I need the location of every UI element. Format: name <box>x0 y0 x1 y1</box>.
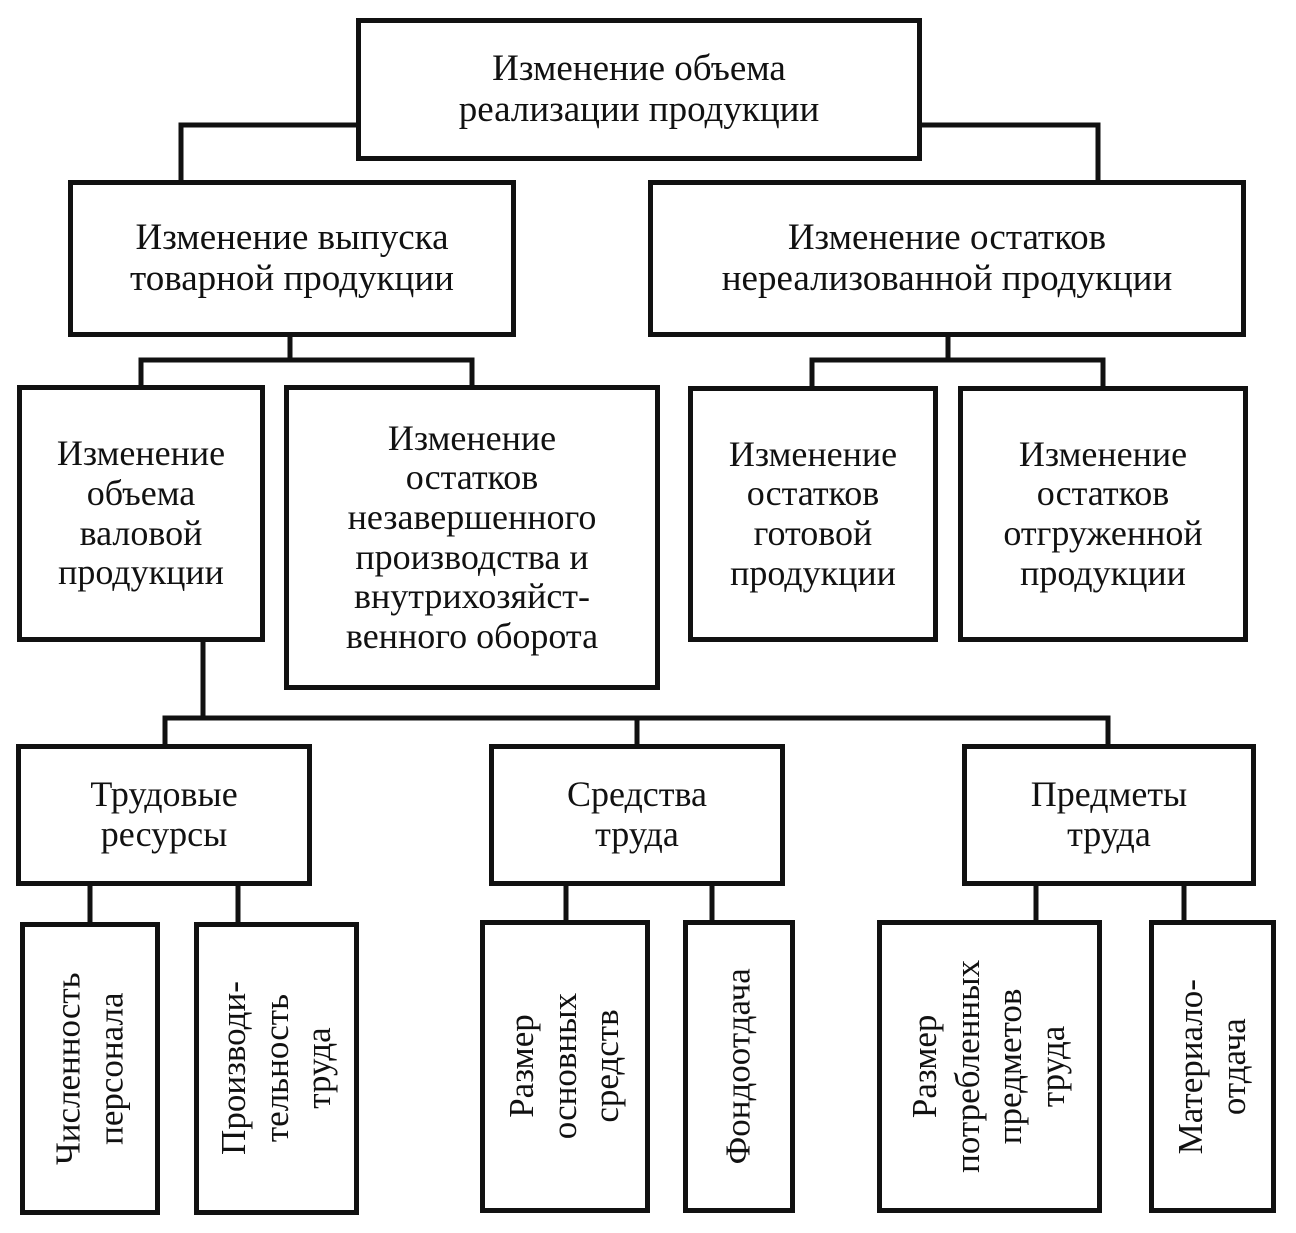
objects-of-labor-box: Предметы труда <box>962 744 1256 886</box>
connector-root-output <box>178 122 359 183</box>
connector-objects-children <box>1033 881 1187 925</box>
output-change-label: Изменение выпуска товарной продукции <box>130 216 454 299</box>
labor-resources-label: Трудовые ресурсы <box>90 774 238 854</box>
connector-gross-children <box>162 639 1111 747</box>
finished-goods-label: Изменение остатков готовой продукции <box>728 433 898 593</box>
consumed-objects-box: Размер потребленных предметов труда <box>877 920 1102 1213</box>
shipped-goods-box: Изменение остатков отгруженной продукции <box>958 386 1248 642</box>
fixed-assets-box: Размер основных средств <box>480 920 650 1213</box>
connector-labor-children <box>87 881 241 927</box>
capital-productivity-label: Фондоотдача <box>718 968 758 1165</box>
gross-output-label: Изменение объема валовой продукции <box>56 433 226 593</box>
root-box: Изменение объема реализации продукции <box>356 18 922 161</box>
connector-root-unsold <box>918 122 1101 183</box>
shipped-goods-label: Изменение остатков отгруженной продукции <box>1003 433 1203 593</box>
fixed-assets-label: Размер основных средств <box>501 993 627 1140</box>
objects-of-labor-label: Предметы труда <box>1030 774 1188 854</box>
productivity-box: Производи- тельность труда <box>194 922 359 1215</box>
connector-means-children <box>563 881 715 925</box>
root-label: Изменение объема реализации продукции <box>458 47 820 130</box>
means-of-labor-box: Средства труда <box>489 744 785 886</box>
unsold-change-label: Изменение остатков нереализованной проду… <box>721 216 1173 299</box>
headcount-box: Численность персонала <box>20 922 160 1215</box>
labor-resources-box: Трудовые ресурсы <box>16 744 312 886</box>
output-change-box: Изменение выпуска товарной продукции <box>68 180 516 337</box>
unsold-change-box: Изменение остатков нереализованной проду… <box>648 180 1246 337</box>
connector-output-children <box>138 333 475 388</box>
capital-productivity-box: Фондоотдача <box>683 920 795 1213</box>
means-of-labor-label: Средства труда <box>566 774 708 854</box>
gross-output-box: Изменение объема валовой продукции <box>17 385 265 642</box>
headcount-label: Численность персонала <box>48 972 131 1165</box>
material-productivity-box: Материало- отдача <box>1149 920 1276 1213</box>
material-productivity-label: Материало- отдача <box>1170 978 1253 1155</box>
finished-goods-box: Изменение остатков готовой продукции <box>688 386 938 642</box>
wip-box: Изменение остатков незавершенного произв… <box>284 385 660 690</box>
consumed-objects-label: Размер потребленных предметов труда <box>905 960 1073 1173</box>
productivity-label: Производи- тельность труда <box>213 981 338 1156</box>
connector-unsold-children <box>809 333 1106 389</box>
wip-label: Изменение остатков незавершенного произв… <box>345 417 599 656</box>
